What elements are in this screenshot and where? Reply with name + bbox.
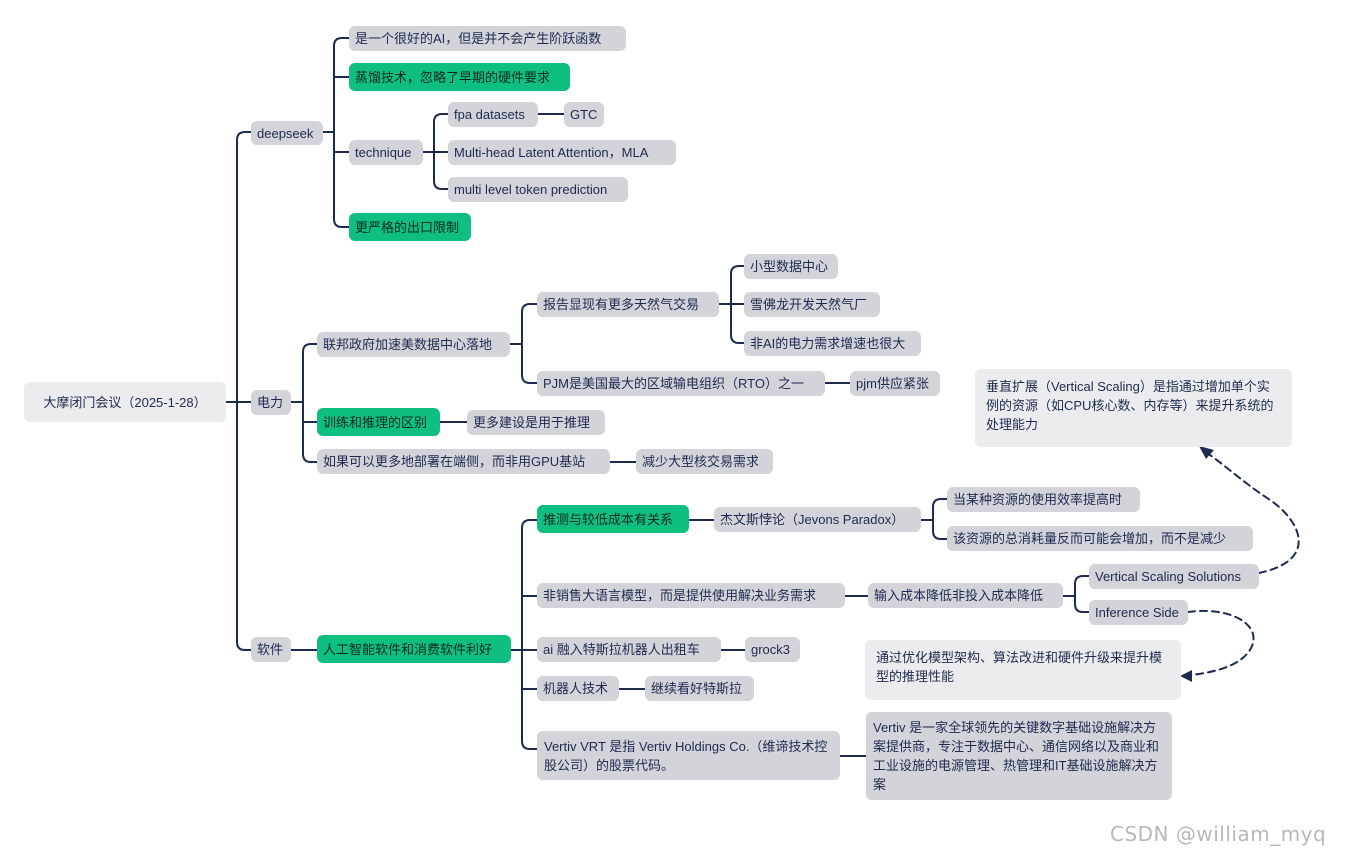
node-jevons[interactable]: 杰文斯悖论（Jevons Paradox） [714, 507, 921, 532]
connector-inputcost [1062, 575, 1090, 613]
root-node[interactable]: 大摩闭门会议（2025-1-28） [24, 382, 226, 422]
node-small-dc[interactable]: 小型数据中心 [744, 254, 838, 279]
node-ai-software[interactable]: 人工智能软件和消费软件利好 [317, 635, 511, 663]
node-pjm[interactable]: PJM是美国最大的区域输电组织（RTO）之一 [537, 371, 825, 396]
node-more-infer[interactable]: 更多建设是用于推理 [467, 410, 605, 435]
connector-gas [718, 265, 745, 344]
node-reduce-nuclear[interactable]: 减少大型核交易需求 [636, 449, 773, 474]
node-input-cost[interactable]: 输入成本降低非投入成本降低 [868, 583, 1063, 608]
note-vertical-scaling[interactable]: 垂直扩展（Vertical Scaling）是指通过增加单个实例的资源（如CPU… [975, 369, 1292, 447]
node-speculate[interactable]: 推测与较低成本有关系 [537, 505, 689, 533]
connector-technique [422, 113, 449, 190]
node-vertiv[interactable]: Vertiv VRT 是指 Vertiv Holdings Co.（维谛技术控股… [537, 731, 840, 780]
branch-software[interactable]: 软件 [251, 637, 291, 662]
connector-ai-sw [510, 519, 538, 750]
node-train-infer[interactable]: 训练和推理的区别 [317, 408, 440, 436]
branch-power[interactable]: 电力 [251, 390, 291, 415]
node-not-sell[interactable]: 非销售大语言模型，而是提供使用解决业务需求 [537, 583, 845, 608]
connector-federal [509, 303, 538, 384]
connector-jevons [920, 498, 948, 540]
arrowhead-inference [1180, 670, 1192, 682]
node-tesla[interactable]: ai 融入特斯拉机器人出租车 [537, 637, 721, 662]
watermark: CSDN @william_myq [1110, 822, 1327, 846]
connector-root-spine [225, 131, 252, 651]
node-gtc[interactable]: GTC [564, 102, 604, 127]
node-mltp[interactable]: multi level token prediction [448, 177, 628, 202]
node-chevron[interactable]: 雪佛龙开发天然气厂 [744, 292, 880, 317]
node-bullish-tesla[interactable]: 继续看好特斯拉 [645, 676, 754, 701]
node-edge[interactable]: 如果可以更多地部署在端侧，而非用GPU基站 [317, 449, 610, 474]
branch-deepseek[interactable]: deepseek [251, 121, 323, 145]
dashed-arrow-vertical-scaling [1202, 449, 1300, 574]
node-federal[interactable]: 联邦政府加速美数据中心落地 [317, 332, 510, 357]
node-jevons-2[interactable]: 该资源的总消耗量反而可能会增加，而不是减少 [947, 526, 1253, 551]
arrowhead-vertical-scaling [1199, 446, 1214, 459]
node-vertical-scaling-solutions[interactable]: Vertical Scaling Solutions [1089, 564, 1259, 589]
dashed-arrow-inference [1183, 609, 1255, 677]
node-pjm-tight[interactable]: pjm供应紧张 [850, 371, 940, 396]
node-export-limit[interactable]: 更严格的出口限制 [349, 213, 471, 241]
connector-power [290, 343, 318, 463]
node-robot[interactable]: 机器人技术 [537, 676, 619, 701]
node-fpa-datasets[interactable]: fpa datasets [448, 102, 538, 127]
note-inference[interactable]: 通过优化模型架构、算法改进和硬件升级来提升模型的推理性能 [865, 640, 1181, 700]
node-mla[interactable]: Multi-head Latent Attention，MLA [448, 140, 676, 165]
node-good-ai[interactable]: 是一个很好的AI，但是并不会产生阶跃函数 [349, 26, 626, 51]
node-distill[interactable]: 蒸馏技术，忽略了早期的硬件要求 [349, 63, 570, 91]
node-jevons-1[interactable]: 当某种资源的使用效率提高时 [947, 487, 1140, 512]
node-grock[interactable]: grock3 [745, 637, 800, 662]
connector-deepseek [322, 37, 350, 228]
node-inference-side[interactable]: Inference Side [1089, 600, 1188, 625]
node-vertiv-desc[interactable]: Vertiv 是一家全球领先的关键数字基础设施解决方案提供商，专注于数据中心、通… [866, 712, 1172, 800]
node-non-ai[interactable]: 非AI的电力需求增速也很大 [744, 331, 921, 356]
node-technique[interactable]: technique [349, 140, 423, 165]
node-gas-report[interactable]: 报告显现有更多天然气交易 [537, 292, 719, 317]
